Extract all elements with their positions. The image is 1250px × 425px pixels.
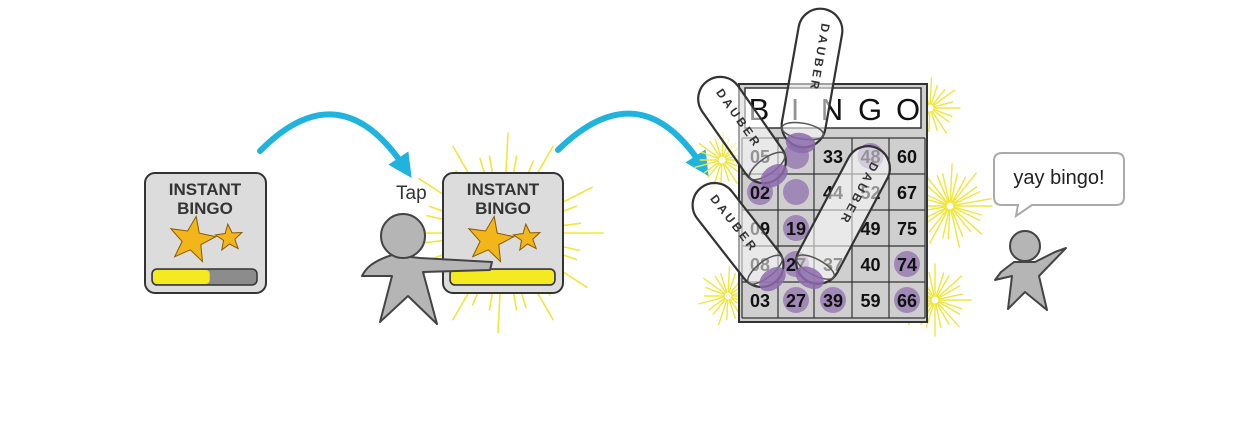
arrow-step-1 [257, 111, 412, 178]
bingo-number: 19 [786, 219, 806, 239]
speech-text: yay bingo! [1013, 167, 1104, 189]
bingo-number: 02 [750, 183, 770, 203]
progress-fill-before [153, 270, 210, 284]
instant-bingo-card-before: INSTANT BINGO [144, 172, 267, 294]
dauber-icon: DAUBER [780, 7, 844, 154]
bingo-number: 03 [750, 291, 770, 311]
card-before-title-line1: INSTANT [169, 180, 242, 199]
bingo-number: 67 [897, 183, 917, 203]
arrow-step-2 [555, 110, 709, 177]
card-before-title-line2: BINGO [177, 199, 233, 218]
star-icon [169, 214, 244, 263]
star-icon [467, 214, 542, 263]
bingo-number: 59 [860, 291, 880, 311]
bingo-number: 39 [823, 291, 843, 311]
bingo-number: 66 [897, 291, 917, 311]
progress-fill-after [451, 270, 554, 284]
tap-step: INSTANT BINGO Tap [361, 132, 604, 334]
bingo-number: 27 [786, 291, 806, 311]
daub-mark [820, 287, 846, 313]
progress-bar-after [449, 268, 556, 286]
bingo-number: 33 [823, 147, 843, 167]
tapping-person-icon [361, 213, 493, 325]
speech-bubble: yay bingo! [993, 152, 1125, 219]
daub-mark [783, 287, 809, 313]
bingo-result: BINGO 0533486002445267091949750827374074… [691, 7, 993, 337]
bingo-number: 49 [860, 219, 880, 239]
daub-mark [894, 287, 920, 313]
bingo-number: 60 [897, 147, 917, 167]
bingo-header-letter: G [858, 92, 882, 127]
card-after-title-line2: BINGO [475, 199, 531, 218]
daub-mark [894, 251, 920, 277]
cheering-person-icon [994, 230, 1067, 311]
card-after-title-line1: INSTANT [467, 180, 540, 199]
daub-mark [783, 215, 809, 241]
daub-mark [783, 179, 809, 205]
bingo-number: 40 [860, 255, 880, 275]
progress-bar-before [151, 268, 258, 286]
dauber-icon: DAUBER [691, 181, 786, 292]
tap-label: Tap [396, 183, 427, 204]
bingo-number: 75 [897, 219, 917, 239]
bingo-number: 74 [897, 255, 917, 275]
bingo-header-letter: O [896, 92, 920, 127]
